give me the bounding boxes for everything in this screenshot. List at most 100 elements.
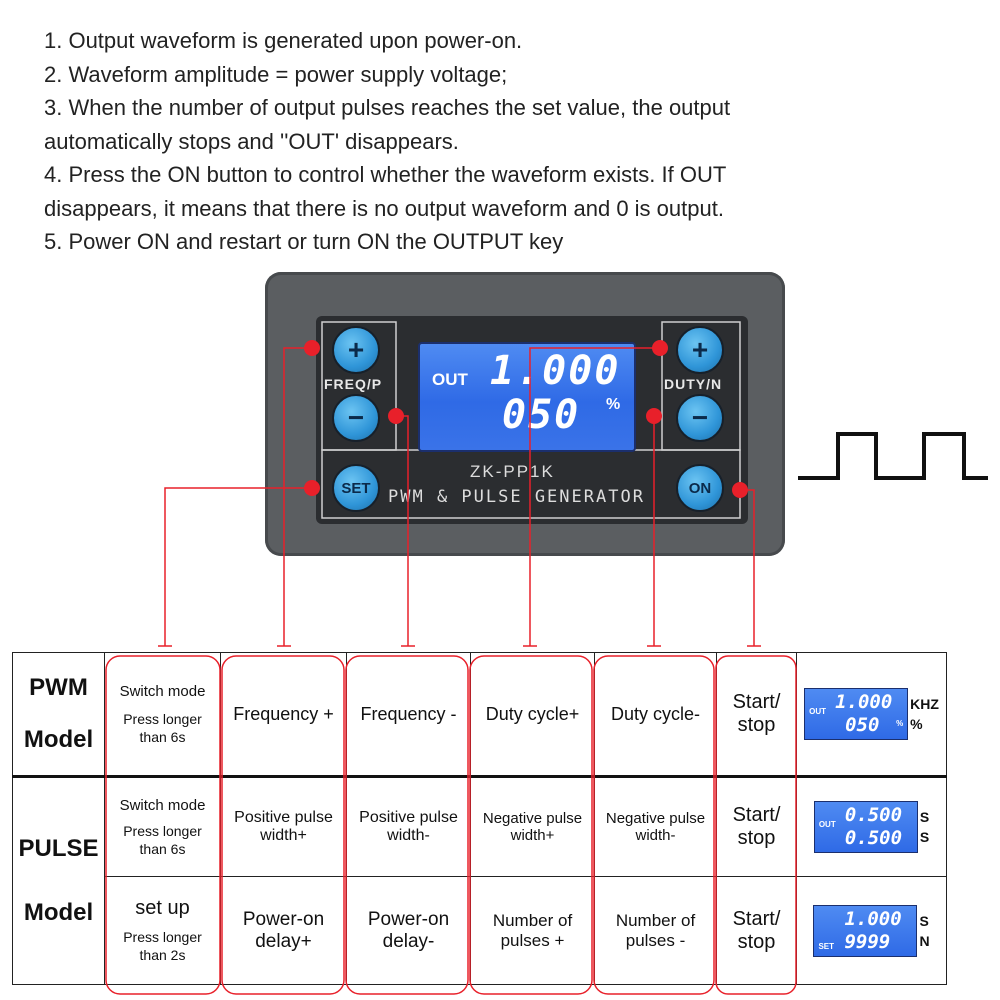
pwm-set-cell: Switch mode Press longer than 6s: [104, 652, 221, 777]
cell-text: width+: [510, 827, 555, 844]
mini-lcd-tag: OUT: [818, 820, 836, 829]
pulse-freq-minus-cell: Positive pulse width-: [346, 775, 471, 877]
cell-text: Negative pulse: [482, 810, 583, 827]
set-note: Press longer: [123, 929, 202, 945]
unit-label: KHZ: [910, 696, 939, 712]
cell-text: width+: [260, 827, 307, 844]
duty-minus-button[interactable]: −: [676, 394, 724, 442]
pulse-on-cell: Start/ stop: [716, 775, 797, 877]
duty-n-label: DUTY/N: [664, 376, 723, 392]
pwm-freq-minus-cell: Frequency -: [346, 652, 471, 777]
pulse-mini-lcd-2: SET 1.000 9999: [813, 904, 918, 957]
on-function: stop: [737, 930, 776, 953]
note-line: 5. Power ON and restart or turn ON the O…: [44, 229, 564, 254]
device-description: PWM & PULSE GENERATOR: [388, 487, 645, 507]
pulse-display-cell-2: SET 1.000 9999 S N: [796, 876, 947, 985]
on-function: Start/: [732, 907, 781, 930]
main-lcd-display: OUT 1.000 050 %: [418, 342, 636, 452]
note-line: 4. Press the ON button to control whethe…: [44, 162, 727, 187]
square-wave-icon: [798, 432, 988, 480]
on-function: Start/: [732, 691, 781, 713]
mini-lcd-unit: %: [896, 719, 904, 728]
lcd-line-1: 1.000: [490, 348, 621, 394]
pwm-model-label: PWM Model: [12, 652, 105, 777]
lcd-unit: %: [606, 396, 621, 413]
cell-text: Positive pulse: [234, 809, 333, 826]
pwm-display-cell: OUT 1.000 050 % KHZ %: [796, 652, 947, 777]
note-line: 3. When the number of output pulses reac…: [44, 95, 731, 120]
mini-lcd-line-2: 0.500: [844, 827, 903, 849]
model-label: Model: [23, 899, 94, 926]
cell-text: Negative pulse: [605, 810, 706, 827]
on-function: stop: [737, 827, 776, 849]
mini-lcd-tag: SET: [818, 941, 834, 951]
unit-label: S: [919, 809, 930, 825]
pulse-delay-plus-cell: Power-on delay+: [220, 876, 347, 985]
unit-label: S: [919, 912, 929, 929]
cell-text: delay+: [255, 930, 312, 952]
pulse-count-minus-cell: Number of pulses -: [594, 876, 717, 985]
instruction-notes: 1. Output waveform is generated upon pow…: [44, 24, 944, 259]
cell-text: pulses +: [500, 930, 565, 950]
cell-text: delay-: [382, 930, 435, 952]
note-line: 1. Output waveform is generated upon pow…: [44, 28, 523, 53]
mode-table: PWM Model Switch mode Press longer than …: [12, 652, 947, 985]
mini-lcd-line-2: 050: [845, 714, 880, 736]
pulse-display-cell-1: OUT 0.500 0.500 S S: [796, 775, 947, 877]
cell-text: pulses -: [625, 930, 686, 950]
freq-plus-button[interactable]: +: [332, 326, 380, 374]
cell-text: Positive pulse: [359, 809, 458, 826]
mini-lcd-line-1: 0.500: [844, 804, 903, 826]
set-note: than 6s: [139, 840, 186, 857]
pwm-duty-plus-cell: Duty cycle+: [470, 652, 595, 777]
cell-text: Power-on: [242, 908, 325, 930]
pulse-delay-minus-cell: Power-on delay-: [346, 876, 471, 985]
duty-plus-button[interactable]: +: [676, 326, 724, 374]
pwm-mini-lcd: OUT 1.000 050 %: [804, 688, 909, 740]
pulse-duty-minus-cell: Negative pulse width-: [594, 775, 717, 877]
cell-text: Number of: [615, 910, 696, 930]
model-label: Model: [23, 726, 94, 753]
model-name: ZK-PP1K: [470, 462, 555, 481]
set-button[interactable]: SET: [332, 464, 380, 512]
pulse-row-1: PULSE Model Switch mode Press longer tha…: [12, 775, 947, 985]
cell-text: width-: [387, 827, 430, 844]
on-function: stop: [737, 714, 776, 736]
pwm-label: PWM: [29, 674, 88, 701]
pulse-count-plus-cell: Number of pulses +: [470, 876, 595, 985]
pwm-freq-plus-cell: Frequency +: [220, 652, 347, 777]
pulse-duty-plus-cell: Negative pulse width+: [470, 775, 595, 877]
pwm-duty-minus-cell: Duty cycle-: [594, 652, 717, 777]
note-line: disappears, it means that there is no ou…: [44, 195, 724, 221]
set-function: set up: [135, 897, 190, 919]
mini-lcd-tag: OUT: [809, 707, 826, 716]
lcd-out-indicator: OUT: [432, 370, 468, 389]
pulse-units-1: S S: [920, 807, 929, 847]
pulse-units-2: S N: [919, 911, 929, 951]
pwm-row: PWM Model Switch mode Press longer than …: [12, 652, 947, 777]
pulse-model-label: PULSE Model: [12, 775, 105, 985]
set-function: Switch mode: [119, 682, 206, 700]
pulse-label: PULSE: [18, 835, 99, 862]
freq-minus-button[interactable]: −: [332, 394, 380, 442]
set-note: Press longer: [123, 822, 202, 839]
mini-lcd-line-2: 9999: [844, 930, 891, 953]
pulse-freq-plus-cell: Positive pulse width+: [220, 775, 347, 877]
on-button[interactable]: ON: [676, 464, 724, 512]
on-function: Start/: [732, 804, 781, 826]
pulse-setup-cell: set up Press longer than 2s: [104, 876, 221, 985]
pulse-row-2: set up Press longer than 2s Power-on del…: [13, 876, 947, 985]
note-line: automatically stops and ''OUT' disappear…: [44, 128, 459, 154]
cell-text: Number of: [492, 910, 573, 930]
unit-label: N: [919, 932, 930, 949]
pwm-units: KHZ %: [910, 694, 939, 734]
pulse-on-cell-2: Start/ stop: [716, 876, 797, 985]
set-note: than 2s: [139, 947, 186, 963]
lcd-line-2: 050: [502, 392, 581, 438]
freq-p-label: FREQ/P: [324, 376, 383, 392]
mini-lcd-line-1: 1.000: [844, 907, 902, 930]
set-function: Switch mode: [119, 796, 206, 814]
set-note: Press longer: [123, 710, 202, 727]
cell-text: Power-on: [367, 908, 450, 930]
unit-label: S: [919, 829, 930, 845]
